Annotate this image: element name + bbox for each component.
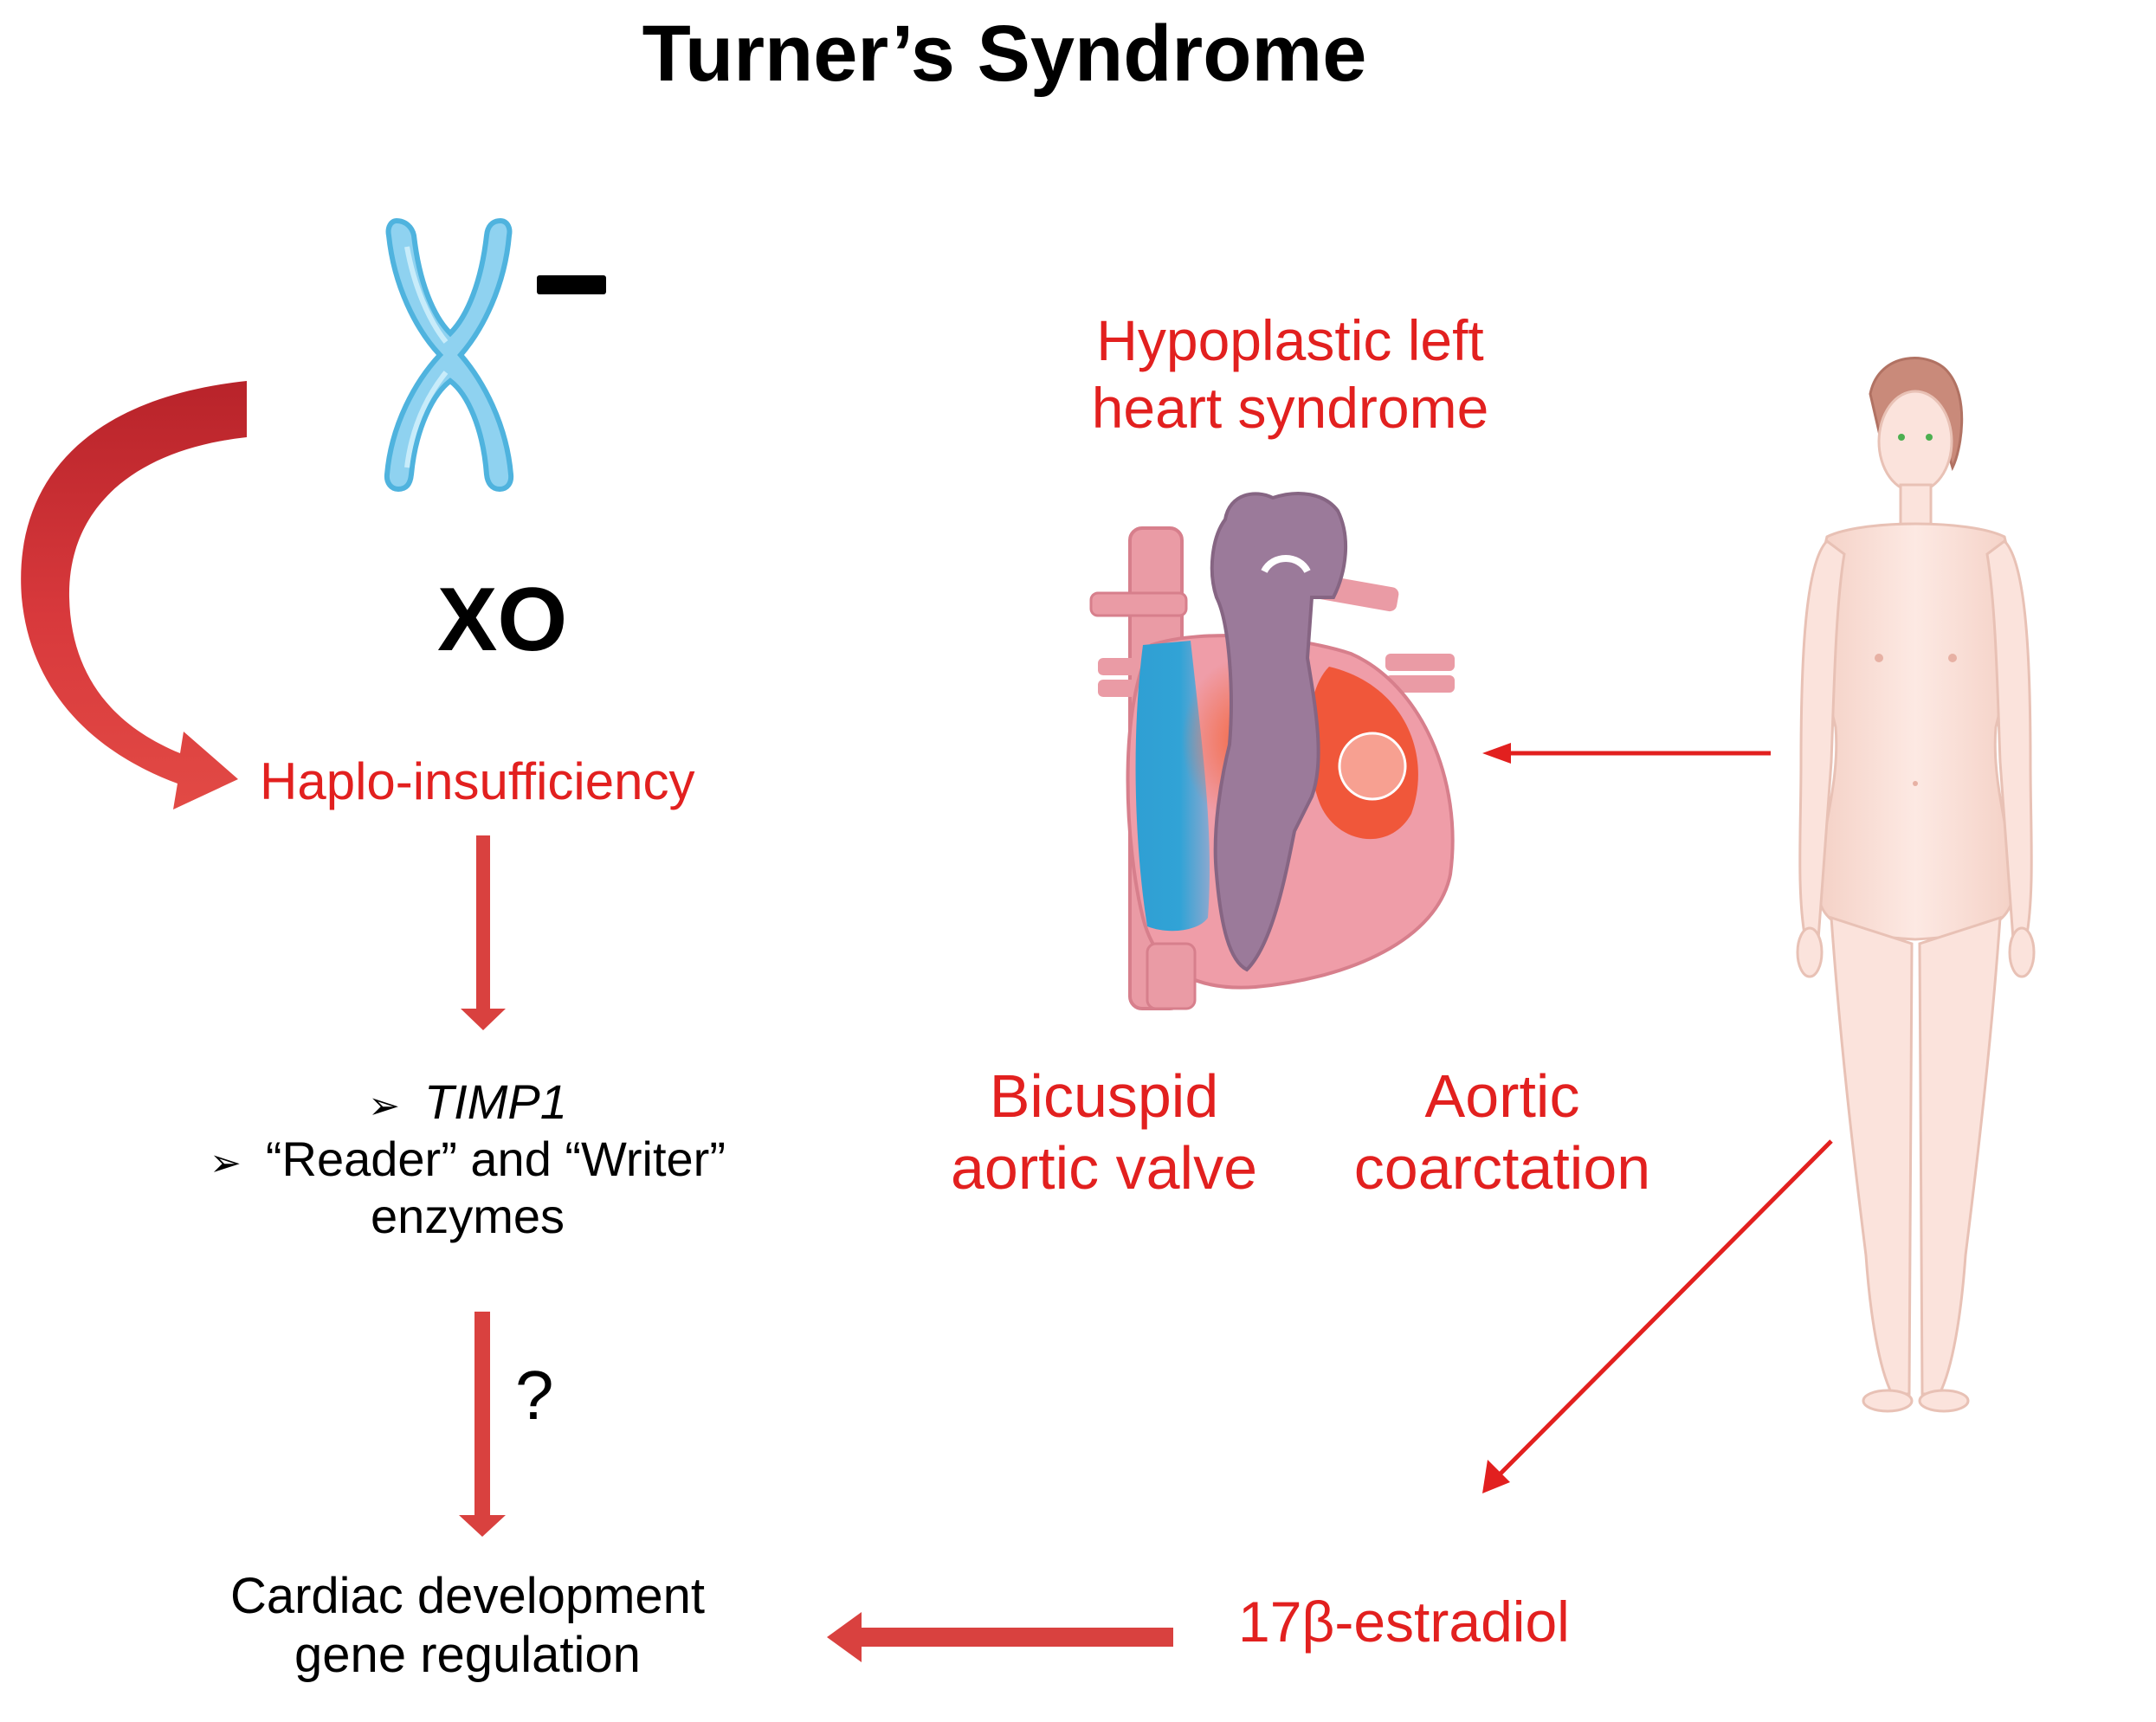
cardiac-gene-regulation-label: Cardiac development gene regulation: [165, 1567, 771, 1686]
aortic-coarctation-label: Aortic coarctation: [1325, 1061, 1680, 1203]
hlhs-label: Hypoplastic left heart syndrome: [1004, 307, 1576, 442]
karyotype-label: XO: [437, 570, 568, 670]
arrow-haplo-to-genes: [461, 835, 506, 1030]
figure-title: Turner’s Syndrome: [642, 10, 1367, 98]
haplo-insufficiency-label: Haplo-insufficiency: [260, 752, 695, 810]
hlhs-line-1: Hypoplastic left: [1096, 308, 1484, 372]
missing-x-minus-sign: [537, 275, 606, 294]
estradiol-label: 17β-estradiol: [1238, 1590, 1570, 1654]
female-figure-icon: [1796, 357, 2036, 1413]
bav-line-2: aortic valve: [950, 1133, 1258, 1202]
bullet-reader-writer: ➢ “Reader” and “Writer”: [130, 1131, 805, 1188]
heart-icon: [1089, 492, 1455, 1010]
affected-genes-list: ➢ TIMP1 ➢ “Reader” and “Writer” enzymes: [130, 1074, 805, 1245]
bullet-enzymes: enzymes: [370, 1189, 565, 1244]
x-chromosome-icon: [384, 217, 514, 493]
reader-writer-label: “Reader” and “Writer”: [265, 1132, 726, 1187]
cardiac-line-2: gene regulation: [294, 1627, 641, 1684]
coarc-line-2: coarctation: [1353, 1133, 1651, 1202]
question-mark: ?: [515, 1357, 554, 1434]
cardiac-line-1: Cardiac development: [229, 1568, 706, 1624]
bav-line-1: Bicuspid: [989, 1062, 1219, 1130]
bullet-marker-icon: ➢: [368, 1085, 400, 1127]
bicuspid-aortic-valve-label: Bicuspid aortic valve: [918, 1061, 1290, 1203]
arrow-estradiol-to-cardiac: [827, 1612, 1173, 1662]
arrow-genes-to-cardiac: [459, 1312, 506, 1537]
arrow-female-to-estradiol: [1482, 1139, 1833, 1493]
hlhs-line-2: heart syndrome: [1091, 375, 1489, 440]
coarc-line-1: Aortic: [1424, 1062, 1580, 1130]
bullet-timp1: ➢ TIMP1: [130, 1074, 805, 1131]
arrow-female-to-heart: [1482, 743, 1771, 764]
bullet-marker-icon: ➢: [210, 1142, 242, 1185]
timp1-label: TIMP1: [423, 1074, 567, 1129]
curved-arrow-icon: [21, 381, 247, 809]
